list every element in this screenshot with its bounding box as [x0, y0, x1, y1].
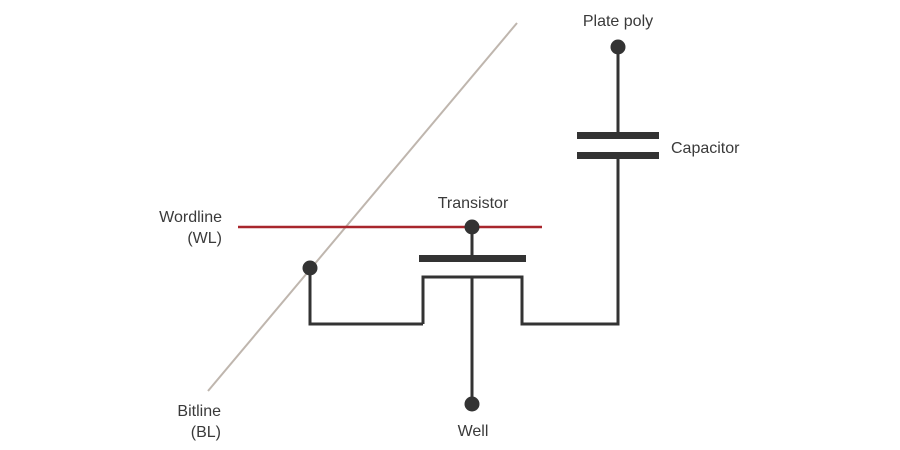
capacitor-bottom-plate [577, 152, 659, 159]
wordline-label-line1: Wordline [159, 209, 222, 226]
bitline-source-wire [308, 268, 423, 326]
bitline-label-line1: Bitline [177, 403, 221, 420]
capacitor-top-plate [577, 132, 659, 139]
bitline-label-line2: (BL) [191, 424, 221, 441]
bitline [207, 22, 518, 392]
well-node [464, 396, 480, 412]
transistor-gate-plate [419, 255, 526, 262]
wordline-label-line2: (WL) [187, 230, 222, 247]
capacitor-label: Capacitor [671, 140, 740, 157]
bitline-contact-node [302, 260, 318, 276]
well-label: Well [458, 423, 489, 440]
plate-poly-node [610, 39, 626, 55]
plate-poly-label: Plate poly [583, 13, 653, 30]
capacitor-drain-wire [520, 158, 620, 326]
transistor-label: Transistor [438, 195, 509, 212]
